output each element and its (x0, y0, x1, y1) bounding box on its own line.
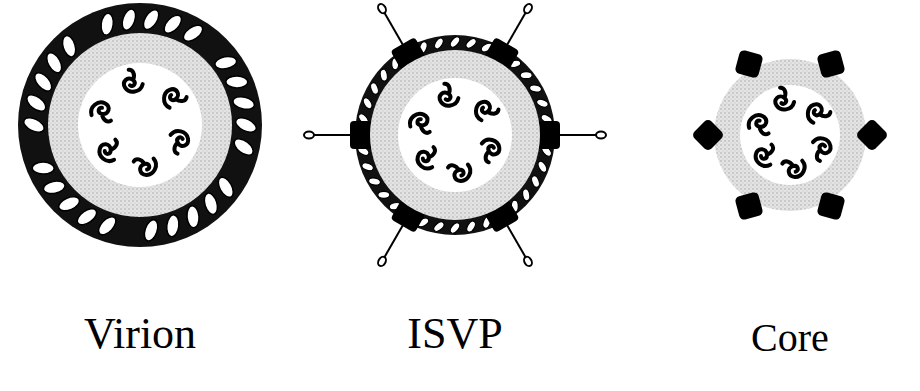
sigma1-fiber (505, 9, 528, 49)
sigma1-fiber (382, 222, 405, 262)
genome-segment (804, 99, 831, 126)
genome-segment (417, 147, 435, 169)
genome-segment (167, 128, 192, 155)
mu1-protein (433, 36, 445, 50)
core-interior (398, 78, 512, 192)
outer-capsid-protein (42, 179, 66, 195)
particle-label: Core (751, 316, 829, 360)
mu1-protein (379, 69, 388, 82)
mu1-protein (536, 98, 550, 109)
genome-segment (133, 155, 158, 177)
genome-segment (118, 69, 146, 96)
outer-capsid-protein (202, 192, 220, 217)
genome-segment (472, 97, 499, 124)
outer-capsid-protein (232, 95, 256, 112)
fiber-head (376, 255, 387, 267)
particle-label: Virion (84, 310, 196, 358)
genome-segment (434, 83, 462, 110)
fiber-head (376, 3, 387, 15)
mu1-protein (432, 220, 446, 233)
outer-capsid-protein (120, 7, 139, 32)
outer-capsid (18, 3, 262, 247)
mu1-protein (536, 160, 548, 174)
sigma1-fiber (309, 134, 355, 136)
lambda2-turret (816, 191, 845, 220)
outer-capsid-protein (181, 22, 206, 44)
mu1-protein (530, 175, 541, 189)
lambda2-turret (538, 121, 560, 149)
genome-segment (160, 84, 187, 111)
outer-capsid-protein (44, 50, 65, 75)
particle-label: ISVP (407, 310, 502, 358)
outer-capsid-protein (57, 194, 82, 214)
fiber-head (304, 132, 314, 139)
lambda2-turret (691, 118, 725, 152)
virion-figure (18, 3, 262, 247)
fiber-head (522, 255, 533, 267)
lambda2-turret (816, 49, 845, 78)
outer-capsid-protein (186, 205, 200, 228)
lambda2-turret (734, 49, 763, 78)
lambda2-turret (350, 121, 372, 149)
fiber-head (596, 132, 606, 139)
outer-capsid-protein (60, 34, 78, 59)
outer-capsid-protein (233, 115, 258, 135)
mu1-protein (448, 35, 461, 49)
outer-capsid-protein (161, 12, 185, 36)
mu1-protein (522, 188, 531, 201)
core-interior (740, 85, 840, 185)
outer-capsid-protein (142, 218, 161, 243)
outer-capsid-remnant (355, 35, 555, 235)
genome-segment (90, 101, 114, 122)
outer-capsid-protein (100, 13, 115, 36)
outer-capsid-protein (31, 70, 54, 94)
mu1-protein (529, 84, 542, 93)
genome-segment (782, 157, 807, 179)
outer-capsid-protein (140, 7, 162, 32)
mu1-protein (520, 72, 532, 79)
genome-segment (809, 135, 834, 162)
mu1-protein (378, 191, 390, 198)
sigma1-fiber (555, 134, 601, 136)
mu1-protein (465, 220, 477, 234)
outer-capsid-protein (166, 214, 181, 237)
genome-segment (478, 136, 503, 163)
inner-capsid (48, 33, 232, 217)
inner-capsid (370, 50, 540, 220)
sigma1-fiber (505, 222, 528, 262)
sigma1-fiber (382, 9, 405, 49)
outer-capsid-protein (95, 214, 119, 238)
lambda2-turret (855, 118, 889, 152)
genome-segment (448, 161, 473, 183)
genome-segment (748, 114, 772, 135)
outer-capsid-protein (231, 136, 256, 159)
genome-segment (99, 140, 117, 162)
fiber-head (522, 3, 533, 15)
outer-capsid-protein (215, 175, 236, 200)
outer-capsid-protein (226, 76, 248, 88)
mu1-protein (362, 96, 374, 110)
core-interior (78, 63, 202, 187)
outer-capsid-protein (75, 206, 100, 228)
genome-segment (409, 112, 433, 133)
lambda2-turret (734, 191, 763, 220)
genome-segment (770, 87, 798, 114)
isvp-figure (304, 3, 606, 268)
mu1-protein (368, 177, 381, 186)
outer-capsid-protein (32, 162, 54, 174)
mu1-protein (448, 221, 461, 235)
mu1-protein (361, 161, 375, 172)
outer-capsid-protein (214, 55, 238, 71)
mu1-protein (464, 37, 478, 50)
core-shell (714, 59, 866, 211)
outer-capsid-protein (24, 92, 49, 115)
mu1-protein (369, 82, 380, 96)
core-figure (691, 49, 889, 220)
outer-capsid-protein (21, 115, 46, 135)
genome-segment (755, 145, 773, 167)
